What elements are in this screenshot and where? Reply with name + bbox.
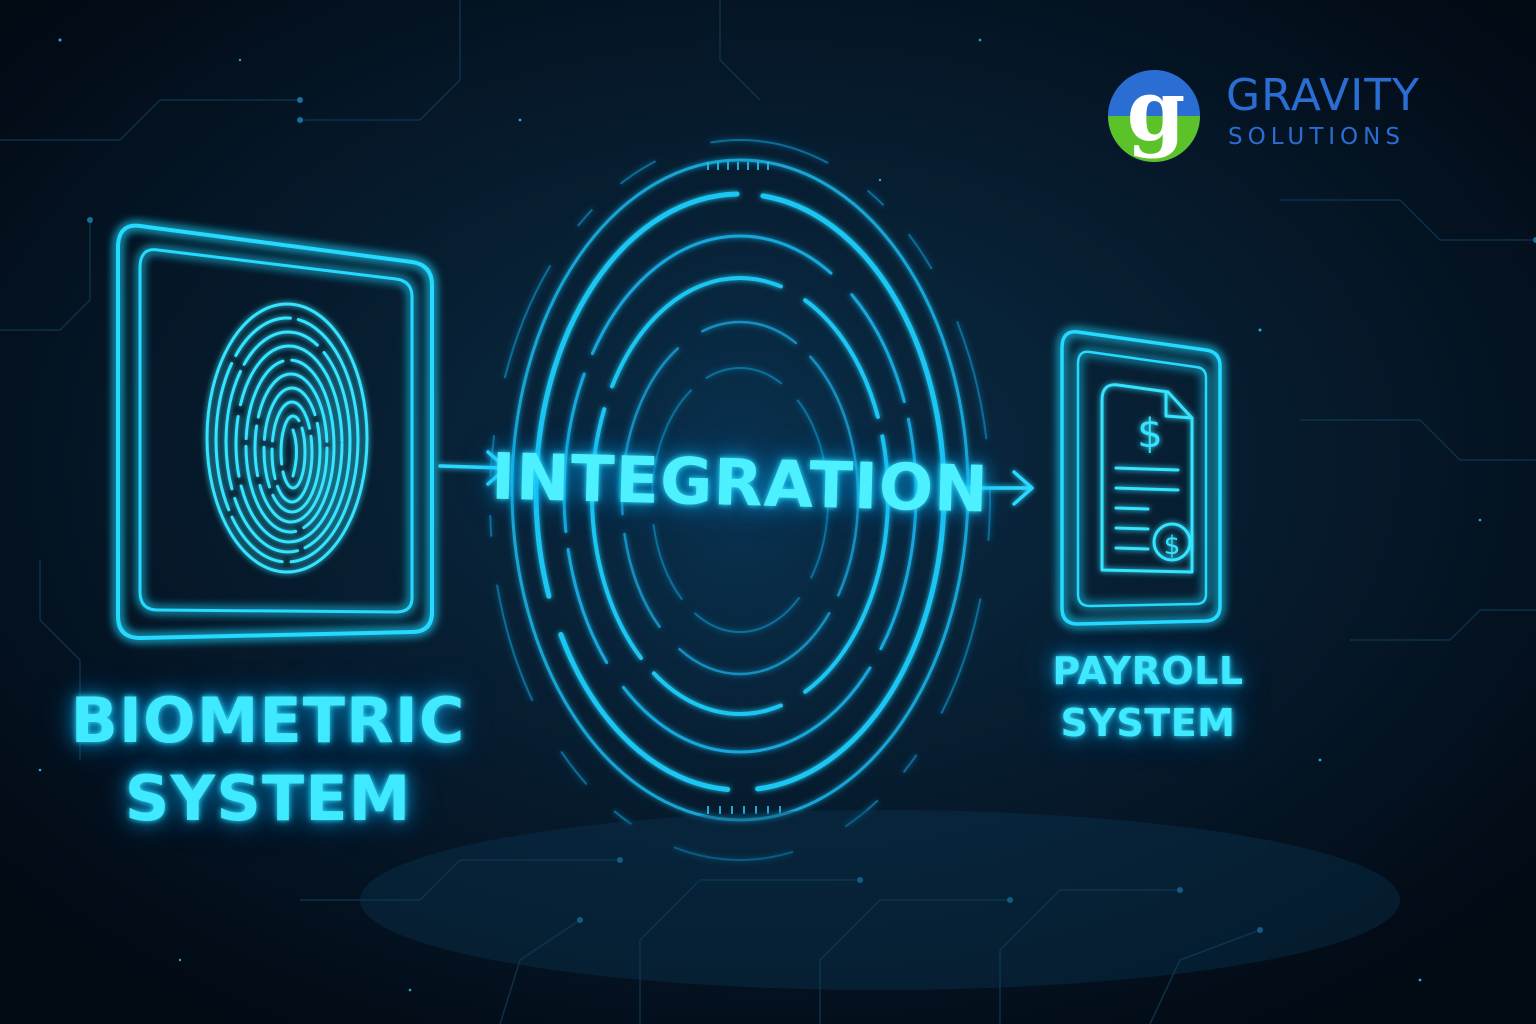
- arrow-integration-to-payroll: [960, 470, 1034, 506]
- circuit-nodes: [87, 97, 1536, 933]
- biometric-panel: [116, 223, 434, 641]
- payroll-label-line2: SYSTEM: [1060, 701, 1236, 745]
- integration-tick-marks: [707, 162, 781, 814]
- svg-text:g: g: [1127, 68, 1186, 160]
- biometric-label: BIOMETRIC SYSTEM: [71, 690, 466, 830]
- payroll-panel-frame: [1060, 330, 1222, 626]
- fingerprint-icon: [205, 302, 369, 574]
- logo-word-gravity: GRAVITY: [1226, 70, 1420, 121]
- biometric-panel-inner-frame: [138, 248, 414, 614]
- biometric-label-line2: SYSTEM: [124, 762, 412, 835]
- arrow-biometric-to-integration: [438, 450, 508, 486]
- payroll-panel: [1060, 330, 1222, 626]
- payroll-label: PAYROLL SYSTEM: [1052, 652, 1243, 742]
- payroll-coin-dollar-sign: $: [1164, 531, 1181, 561]
- logo-word-solutions: SOLUTIONS: [1228, 124, 1405, 150]
- biometric-label-line1: BIOMETRIC: [70, 684, 466, 757]
- payroll-dollar-sign: $: [1137, 411, 1162, 457]
- biometric-panel-frame: [116, 223, 434, 641]
- integration-ring-glow: [510, 160, 970, 820]
- floor-glow: [360, 810, 1400, 990]
- payroll-document-icon: [1100, 383, 1194, 574]
- star-particles: [38, 38, 1482, 992]
- integration-rings: [489, 139, 991, 861]
- payroll-label-line1: PAYROLL: [1052, 649, 1244, 693]
- brand-logo: g GRAVITY SOLUTIONS: [1106, 68, 1466, 168]
- logo-mark-icon: g: [1108, 68, 1200, 162]
- payroll-panel-inner-frame: [1076, 350, 1208, 608]
- integration-label: INTEGRATION: [490, 440, 990, 528]
